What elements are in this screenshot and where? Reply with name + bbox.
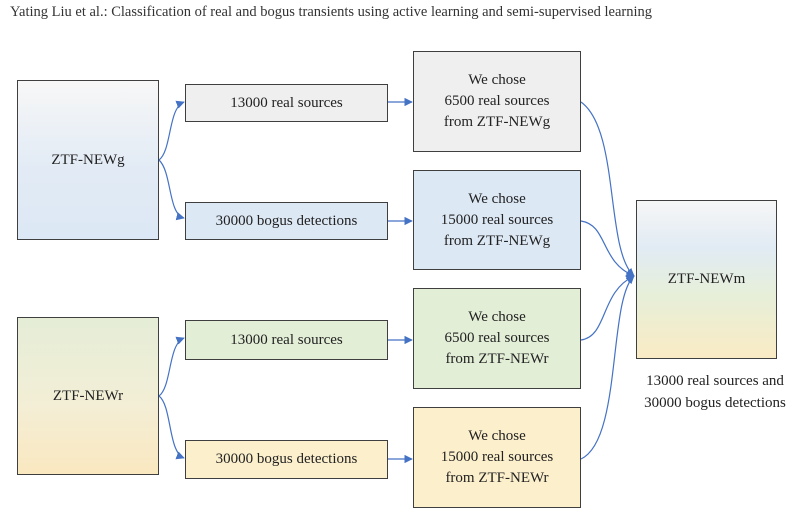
chosen-line: 15000 real sources	[440, 211, 554, 228]
chosen-box-r-real: We chose 6500 real sources from ZTF-NEWr	[413, 288, 581, 389]
arrow-r-to-bogus	[158, 395, 185, 460]
arrow-chosen1-to-merged	[580, 101, 635, 277]
chosen-box-g-real: We chose 6500 real sources from ZTF-NEWg	[413, 51, 581, 152]
chosen-line: 15000 real sources	[440, 449, 554, 465]
split-label-g-real: 13000 real sources	[230, 94, 343, 111]
merged-summary-note: 13000 real sources and 30000 bogus detec…	[622, 370, 808, 414]
split-label-r-bogus: 30000 bogus detections	[215, 451, 358, 467]
chosen-box-g-bogus: We chose 15000 real sources from ZTF-NEW…	[413, 170, 581, 270]
arrow-chosen3-to-merged	[580, 275, 635, 341]
chosen-line: We chose	[468, 72, 526, 88]
source-label-r: ZTF-NEWr	[52, 387, 124, 404]
split-label-g-bogus: 30000 bogus detections	[215, 212, 358, 229]
chosen-line: from ZTF-NEWr	[445, 351, 549, 367]
chosen-line: We chose	[468, 190, 526, 207]
arrow-chosen2-to-merged	[580, 220, 635, 277]
split-box-g-bogus: 30000 bogus detections	[185, 202, 388, 240]
chosen-line: from ZTF-NEWr	[445, 470, 549, 486]
split-box-r-real: 13000 real sources	[185, 320, 388, 360]
split-box-r-bogus: 30000 bogus detections	[185, 440, 388, 479]
source-label-g: ZTF-NEWg	[51, 151, 125, 168]
paper-running-header: Yating Liu et al.: Classification of rea…	[10, 4, 653, 20]
arrow-r-to-real	[158, 336, 185, 397]
chosen-line: We chose	[468, 428, 526, 444]
note-line: 13000 real sources and	[646, 373, 784, 389]
merged-label: ZTF-NEWm	[667, 271, 746, 287]
merged-box-ztf-newm: ZTF-NEWm	[636, 200, 777, 359]
split-label-r-real: 13000 real sources	[230, 331, 343, 348]
arrow-chosen4-to-merged	[580, 275, 635, 460]
split-box-g-real: 13000 real sources	[185, 84, 388, 122]
chosen-line: We chose	[468, 309, 526, 325]
chosen-line: 6500 real sources	[444, 93, 550, 109]
source-box-ztf-newr: ZTF-NEWr	[17, 317, 159, 475]
chosen-line: from ZTF-NEWg	[443, 232, 551, 249]
note-line: 30000 bogus detections	[644, 395, 786, 411]
chosen-line: 6500 real sources	[444, 330, 550, 346]
arrow-g-to-real	[158, 100, 185, 161]
chosen-line: from ZTF-NEWg	[443, 114, 551, 130]
source-box-ztf-newg: ZTF-NEWg	[17, 80, 159, 240]
chosen-box-r-bogus: We chose 15000 real sources from ZTF-NEW…	[413, 407, 581, 508]
arrow-g-to-bogus	[158, 159, 185, 221]
